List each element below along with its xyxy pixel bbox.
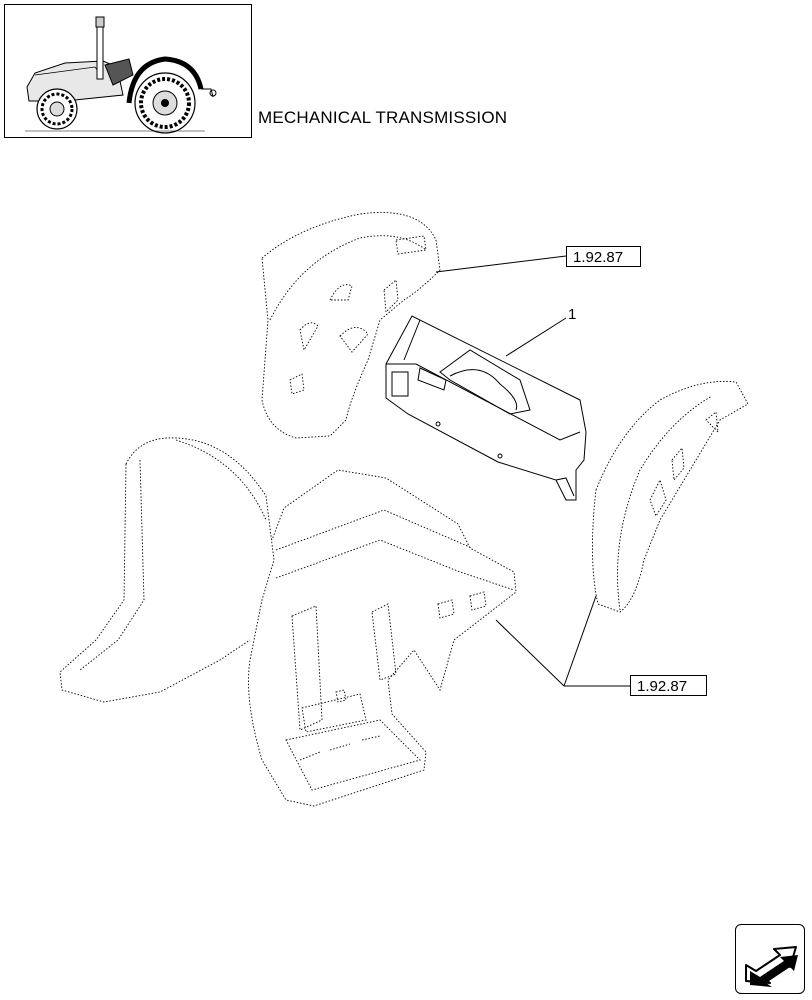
reference-label[interactable]: 1.92.87 bbox=[566, 246, 641, 267]
part-1-panel bbox=[385, 315, 587, 501]
upper-left-fender-part bbox=[261, 212, 441, 439]
part-callout-1: 1 bbox=[568, 306, 577, 323]
page-title: MECHANICAL TRANSMISSION bbox=[258, 108, 508, 127]
leader-lines bbox=[435, 255, 630, 687]
tractor-icon bbox=[25, 16, 217, 134]
next-page-arrow-icon bbox=[745, 946, 798, 987]
tractor-thumbnail bbox=[4, 4, 252, 138]
right-fender-part bbox=[591, 380, 749, 613]
central-frame-part bbox=[59, 437, 517, 807]
next-page-button[interactable] bbox=[735, 924, 805, 994]
reference-label[interactable]: 1.92.87 bbox=[630, 675, 707, 696]
